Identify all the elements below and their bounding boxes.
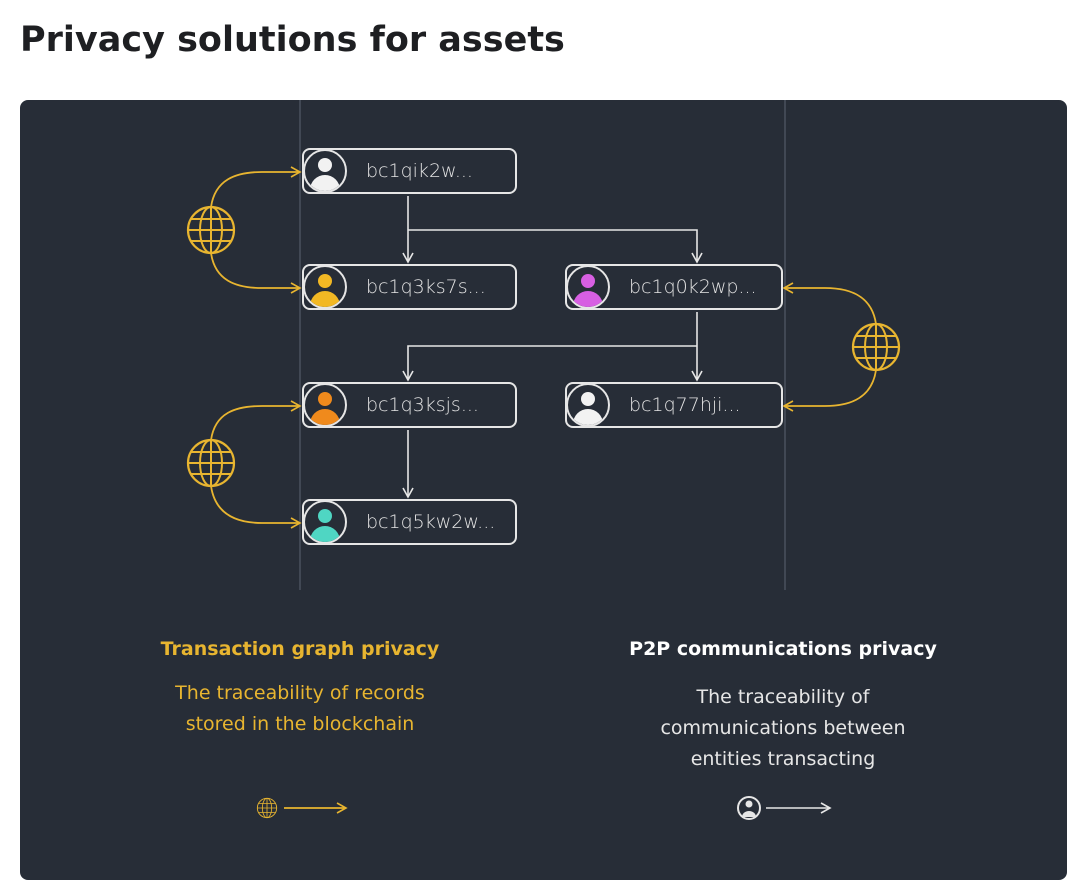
user-avatar-icon (303, 265, 347, 309)
caption-title: P2P communications privacy (629, 638, 937, 660)
wallet-node: bc1q77hji... (565, 382, 783, 428)
user-avatar-icon (303, 500, 347, 544)
caption-description: The traceability of communications betwe… (580, 682, 986, 775)
caption-description: The traceability of records stored in th… (100, 678, 500, 740)
wallet-node: bc1q0k2wp... (565, 264, 783, 310)
wallet-address: bc1q0k2wp... (629, 276, 757, 298)
globe-icon (186, 205, 236, 255)
legend-user-arrow (737, 796, 832, 820)
legend-globe-arrow (256, 797, 348, 819)
network-link (210, 485, 302, 529)
p2p-privacy-caption: P2P communications privacy The traceabil… (580, 638, 986, 775)
page-title: Privacy solutions for assets (20, 20, 565, 60)
globe-icon (186, 438, 236, 488)
wallet-node: bc1q3ks7s... (302, 264, 517, 310)
wallet-address: bc1q5kw2w... (366, 511, 496, 533)
wallet-node: bc1q5kw2w... (302, 499, 517, 545)
network-link (210, 252, 302, 294)
network-link (782, 282, 877, 325)
user-avatar-icon (566, 265, 610, 309)
transaction-privacy-caption: Transaction graph privacy The traceabili… (100, 638, 500, 740)
user-avatar-icon (303, 383, 347, 427)
wallet-node: bc1q3ksjs... (302, 382, 517, 428)
network-link (782, 369, 877, 412)
caption-line: entities transacting (690, 748, 876, 770)
wallet-address: bc1q3ksjs... (366, 394, 479, 416)
edge (402, 345, 697, 382)
wallet-address: bc1q77hji... (629, 394, 741, 416)
wallet-node: bc1qik2w... (302, 148, 517, 194)
user-avatar-icon (303, 149, 347, 193)
globe-icon (851, 322, 901, 372)
caption-line: The traceability of records (175, 682, 425, 704)
diagram-connectors (186, 100, 901, 820)
network-link (210, 400, 302, 441)
network-link (210, 166, 302, 208)
user-avatar-icon (566, 383, 610, 427)
caption-title: Transaction graph privacy (160, 638, 440, 660)
caption-line: stored in the blockchain (185, 713, 415, 735)
caption-line: The traceability of (696, 686, 870, 708)
globe-icon (256, 797, 278, 819)
caption-line: communications between (660, 717, 906, 739)
wallet-address: bc1qik2w... (366, 160, 473, 182)
edge (408, 229, 703, 264)
wallet-address: bc1q3ks7s... (366, 276, 486, 298)
